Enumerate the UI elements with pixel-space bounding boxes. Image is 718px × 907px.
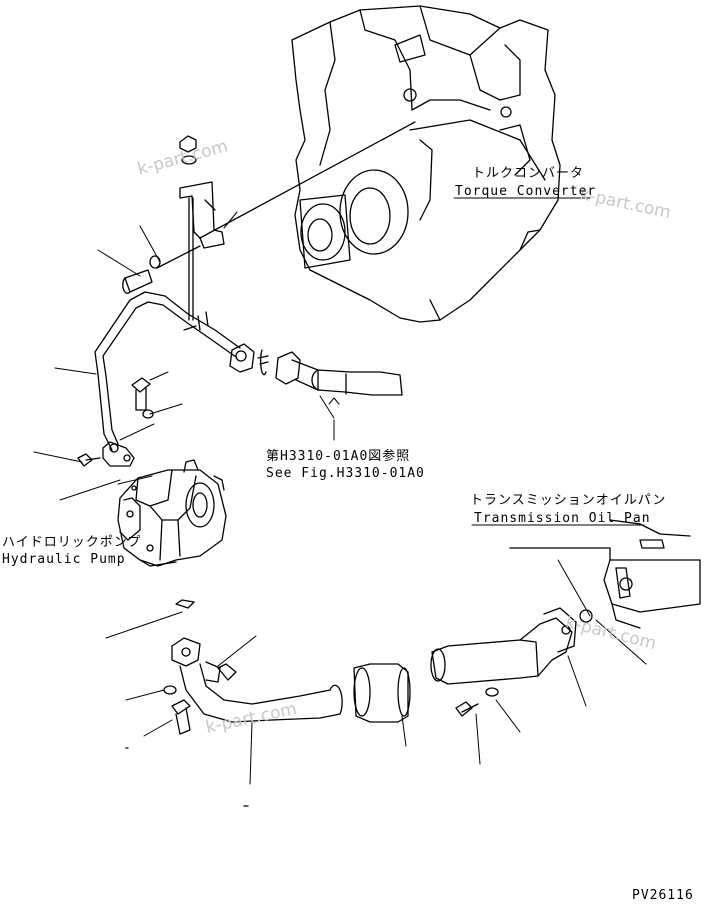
label-underlines [453, 197, 645, 526]
hose-coupling [353, 607, 593, 723]
bolts-upper [77, 377, 154, 467]
torque-converter-label-en: Torque Converter [455, 184, 597, 199]
see-fig-label-jp: 第H3310-01A0図参照 [266, 449, 411, 464]
hydraulic-pump-label-en: Hydraulic Pump [2, 552, 126, 567]
hydraulic-pump-label-jp: ハイドロリックポンプ [2, 535, 142, 550]
bracket-assembly [122, 121, 416, 321]
upper-tube-assembly [94, 291, 403, 467]
torque-converter-label-jp: トルクコンバータ [472, 166, 585, 181]
reference-arrow [328, 397, 340, 441]
trans-oil-pan-label-en: Transmission Oil Pan [474, 511, 651, 526]
bolts-lower [163, 685, 499, 735]
torque-converter-housing [291, 5, 561, 323]
trans-oil-pan-label-jp: トランスミッションオイルパン [470, 493, 667, 508]
part-tags [125, 599, 249, 807]
hydraulic-pump [117, 459, 227, 567]
leader-lines [33, 211, 647, 785]
figure-code: PV26116 [632, 888, 694, 903]
lower-tube-assembly [171, 637, 343, 723]
transmission-oil-pan [509, 519, 701, 629]
see-fig-label-en: See Fig.H3310-01A0 [266, 466, 425, 481]
